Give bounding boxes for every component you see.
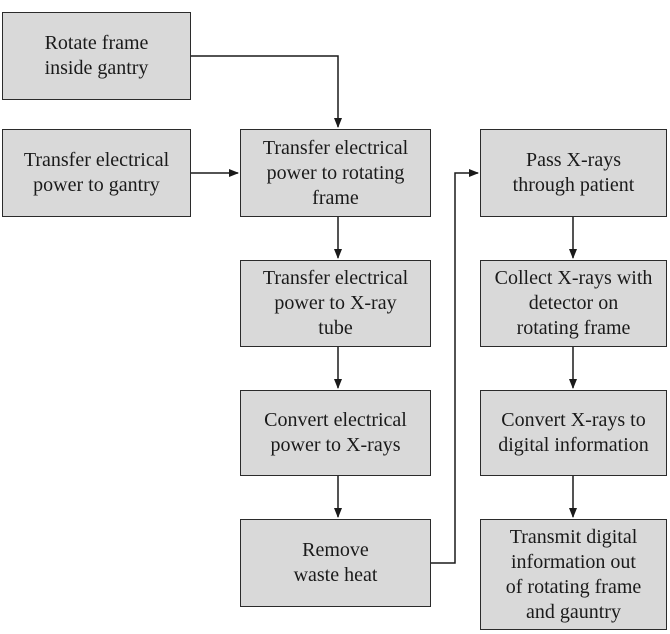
box-transfer-power-gantry: Transfer electrical power to gantry	[2, 129, 191, 217]
box-transmit-digital-label: Transmit digital information out of rota…	[505, 525, 642, 623]
box-rotate-frame: Rotate frame inside gantry	[2, 12, 191, 100]
box-pass-xrays-patient: Pass X-rays through patient	[480, 129, 667, 217]
box-remove-waste-heat-label: Remove waste heat	[293, 539, 378, 586]
box-convert-power-xrays: Convert electrical power to X-rays	[240, 390, 431, 476]
connector-heat-to-pass	[431, 169, 479, 564]
box-rotate-frame-label: Rotate frame inside gantry	[44, 32, 149, 79]
box-transmit-digital: Transmit digital information out of rota…	[480, 519, 667, 630]
box-transfer-power-xray-tube: Transfer electrical power to X-ray tube	[240, 260, 431, 347]
box-convert-power-xrays-label: Convert electrical power to X-rays	[264, 409, 407, 456]
box-collect-xrays-label: Collect X-rays with detector on rotating…	[494, 267, 653, 339]
box-convert-digital-label: Convert X-rays to digital information	[498, 409, 649, 456]
connector-rotate-to-rotating	[191, 55, 342, 128]
box-collect-xrays: Collect X-rays with detector on rotating…	[480, 260, 667, 347]
box-convert-digital: Convert X-rays to digital information	[480, 390, 667, 476]
box-pass-xrays-patient-label: Pass X-rays through patient	[512, 149, 635, 196]
box-transfer-power-gantry-label: Transfer electrical power to gantry	[23, 149, 170, 196]
box-remove-waste-heat: Remove waste heat	[240, 519, 431, 607]
box-transfer-power-rotating: Transfer electrical power to rotating fr…	[240, 129, 431, 217]
box-transfer-power-xray-tube-label: Transfer electrical power to X-ray tube	[262, 267, 409, 339]
box-transfer-power-rotating-label: Transfer electrical power to rotating fr…	[262, 136, 409, 209]
